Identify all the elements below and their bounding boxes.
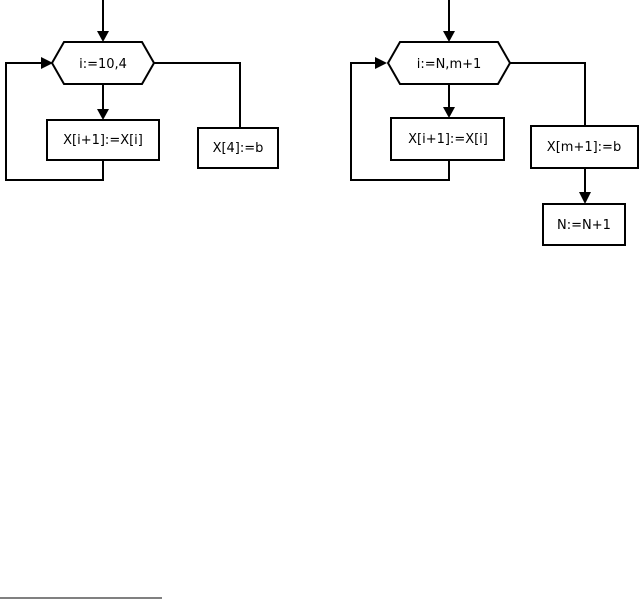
right-after-to-final-arrowhead [579,192,591,204]
left-flowchart: i:=10,4 X[i+1]:=X[i] X[4]:=b [5,0,279,181]
left-exit-line [154,62,241,128]
right-loop-header [386,41,512,85]
right-header-to-body-arrowhead [443,107,455,118]
left-loop-header-label: i:=10,4 [79,57,127,72]
left-loop-body-box [46,119,160,161]
left-after-loop-label: X[4]:=b [213,141,264,156]
right-loop-body-label: X[i+1]:=X[i] [408,132,488,147]
right-exit-line [510,62,586,126]
left-header-to-body-arrowhead [97,109,109,120]
right-after-loop-box [530,125,639,169]
right-loop-body-box [390,117,505,161]
right-flowchart: i:=N,m+1 X[i+1]:=X[i] X[m+1]:=b N:=N+1 [350,0,639,246]
right-after-loop-label: X[m+1]:=b [547,140,621,155]
right-final-box [542,203,626,246]
left-loop-back-arrowhead [41,57,53,69]
right-loop-back-arrowhead [375,57,387,69]
left-loop-body-label: X[i+1]:=X[i] [63,133,143,148]
right-entry-arrowhead [443,31,455,42]
left-after-loop-box [197,127,279,169]
left-loop-back-line [5,62,104,181]
right-loop-header-label: i:=N,m+1 [417,57,482,72]
right-final-label: N:=N+1 [557,218,611,233]
right-loop-back-line [350,62,450,181]
left-entry-arrowhead [97,31,109,42]
